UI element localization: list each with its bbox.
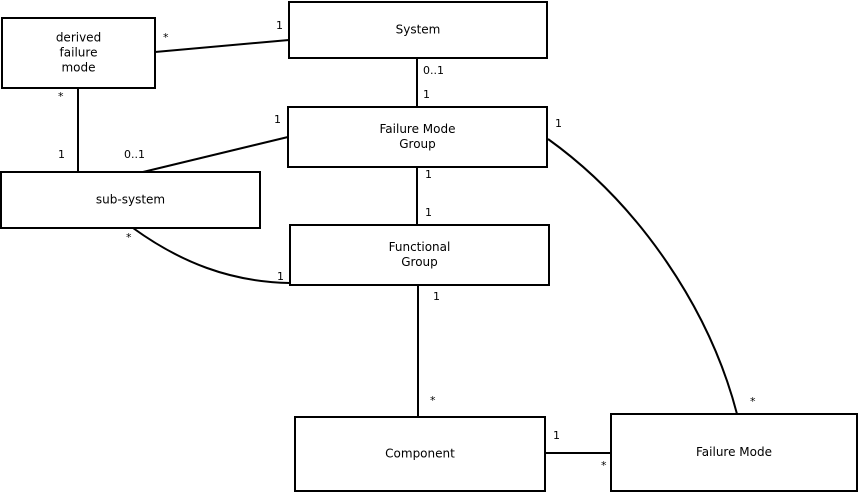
- class-box-label-functional-group: Group: [401, 255, 438, 269]
- class-box-label-failure-mode-group: Failure Mode: [380, 122, 456, 136]
- class-box-component[interactable]: Component: [294, 416, 546, 492]
- class-box-outline-failure-mode: [610, 413, 858, 492]
- class-box-label-derived-failure-mode: derived: [56, 31, 101, 45]
- multiplicity-label-mult-fmg-left-1: 1: [274, 113, 281, 126]
- multiplicity-label-mult-functional-top-1: 1: [425, 206, 432, 219]
- multiplicity-label-mult-fmg-top: 1: [423, 88, 430, 101]
- multiplicity-label-mult-system-left-1: 1: [276, 19, 283, 32]
- multiplicity-label-mult-system-bottom: 0..1: [423, 64, 444, 77]
- class-box-system[interactable]: System: [288, 1, 548, 59]
- class-box-outline-system: [288, 1, 548, 59]
- association-edge-sub-system-to-failure-mode-group: [142, 136, 289, 173]
- multiplicity-label-mult-component-right-1: 1: [553, 429, 560, 442]
- class-box-outline-failure-mode-group: [287, 106, 548, 168]
- association-edge-failure-mode-group-to-failure-mode: [547, 138, 738, 415]
- class-box-label-derived-failure-mode: mode: [61, 61, 95, 75]
- multiplicity-label-mult-fmg-right-1: 1: [555, 117, 562, 130]
- class-box-label-derived-failure-mode: failure: [60, 46, 98, 60]
- multiplicity-label-mult-subsystem-bottom-star: *: [126, 231, 132, 244]
- multiplicity-label-mult-failuremode-top-star: *: [750, 395, 756, 408]
- multiplicity-label-mult-derived-star: *: [163, 31, 169, 44]
- multiplicity-label-mult-failuremode-left-star: *: [601, 459, 607, 472]
- association-edge-derived-failure-mode-to-system: [154, 39, 290, 53]
- multiplicity-label-mult-component-top-star: *: [430, 394, 436, 407]
- class-box-label-failure-mode-group: Group: [399, 137, 436, 151]
- class-box-label-sub-system: sub-system: [96, 193, 165, 207]
- association-edge-sub-system-to-functional-group: [132, 227, 291, 284]
- class-box-label-failure-mode: Failure Mode: [696, 445, 772, 459]
- multiplicity-label-mult-functional-left-1: 1: [277, 270, 284, 283]
- class-box-outline-sub-system: [0, 171, 261, 229]
- multiplicity-label-mult-subsystem-top-1: 1: [58, 148, 65, 161]
- multiplicity-label-mult-fmg-bottom-1: 1: [425, 168, 432, 181]
- class-box-outline-derived-failure-mode: [1, 17, 156, 89]
- multiplicity-label-mult-derived-bottom-star: *: [58, 90, 64, 103]
- class-box-label-system: System: [396, 23, 441, 37]
- edges-layer: [77, 39, 738, 454]
- class-box-label-functional-group: Functional: [389, 240, 451, 254]
- class-box-sub-system[interactable]: sub-system: [0, 171, 261, 229]
- class-box-failure-mode[interactable]: Failure Mode: [610, 413, 858, 492]
- multiplicities-layer: * 1 0..1 1 * 1 1 0..1 1 1 1 * 1 1 * 1 * *: [58, 19, 756, 472]
- class-box-outline-functional-group: [289, 224, 550, 286]
- multiplicity-label-mult-subsystem-right-0-1: 0..1: [124, 148, 145, 161]
- multiplicity-label-mult-functional-bottom-1: 1: [433, 290, 440, 303]
- class-box-outline-component: [294, 416, 546, 492]
- class-box-label-component: Component: [385, 447, 455, 461]
